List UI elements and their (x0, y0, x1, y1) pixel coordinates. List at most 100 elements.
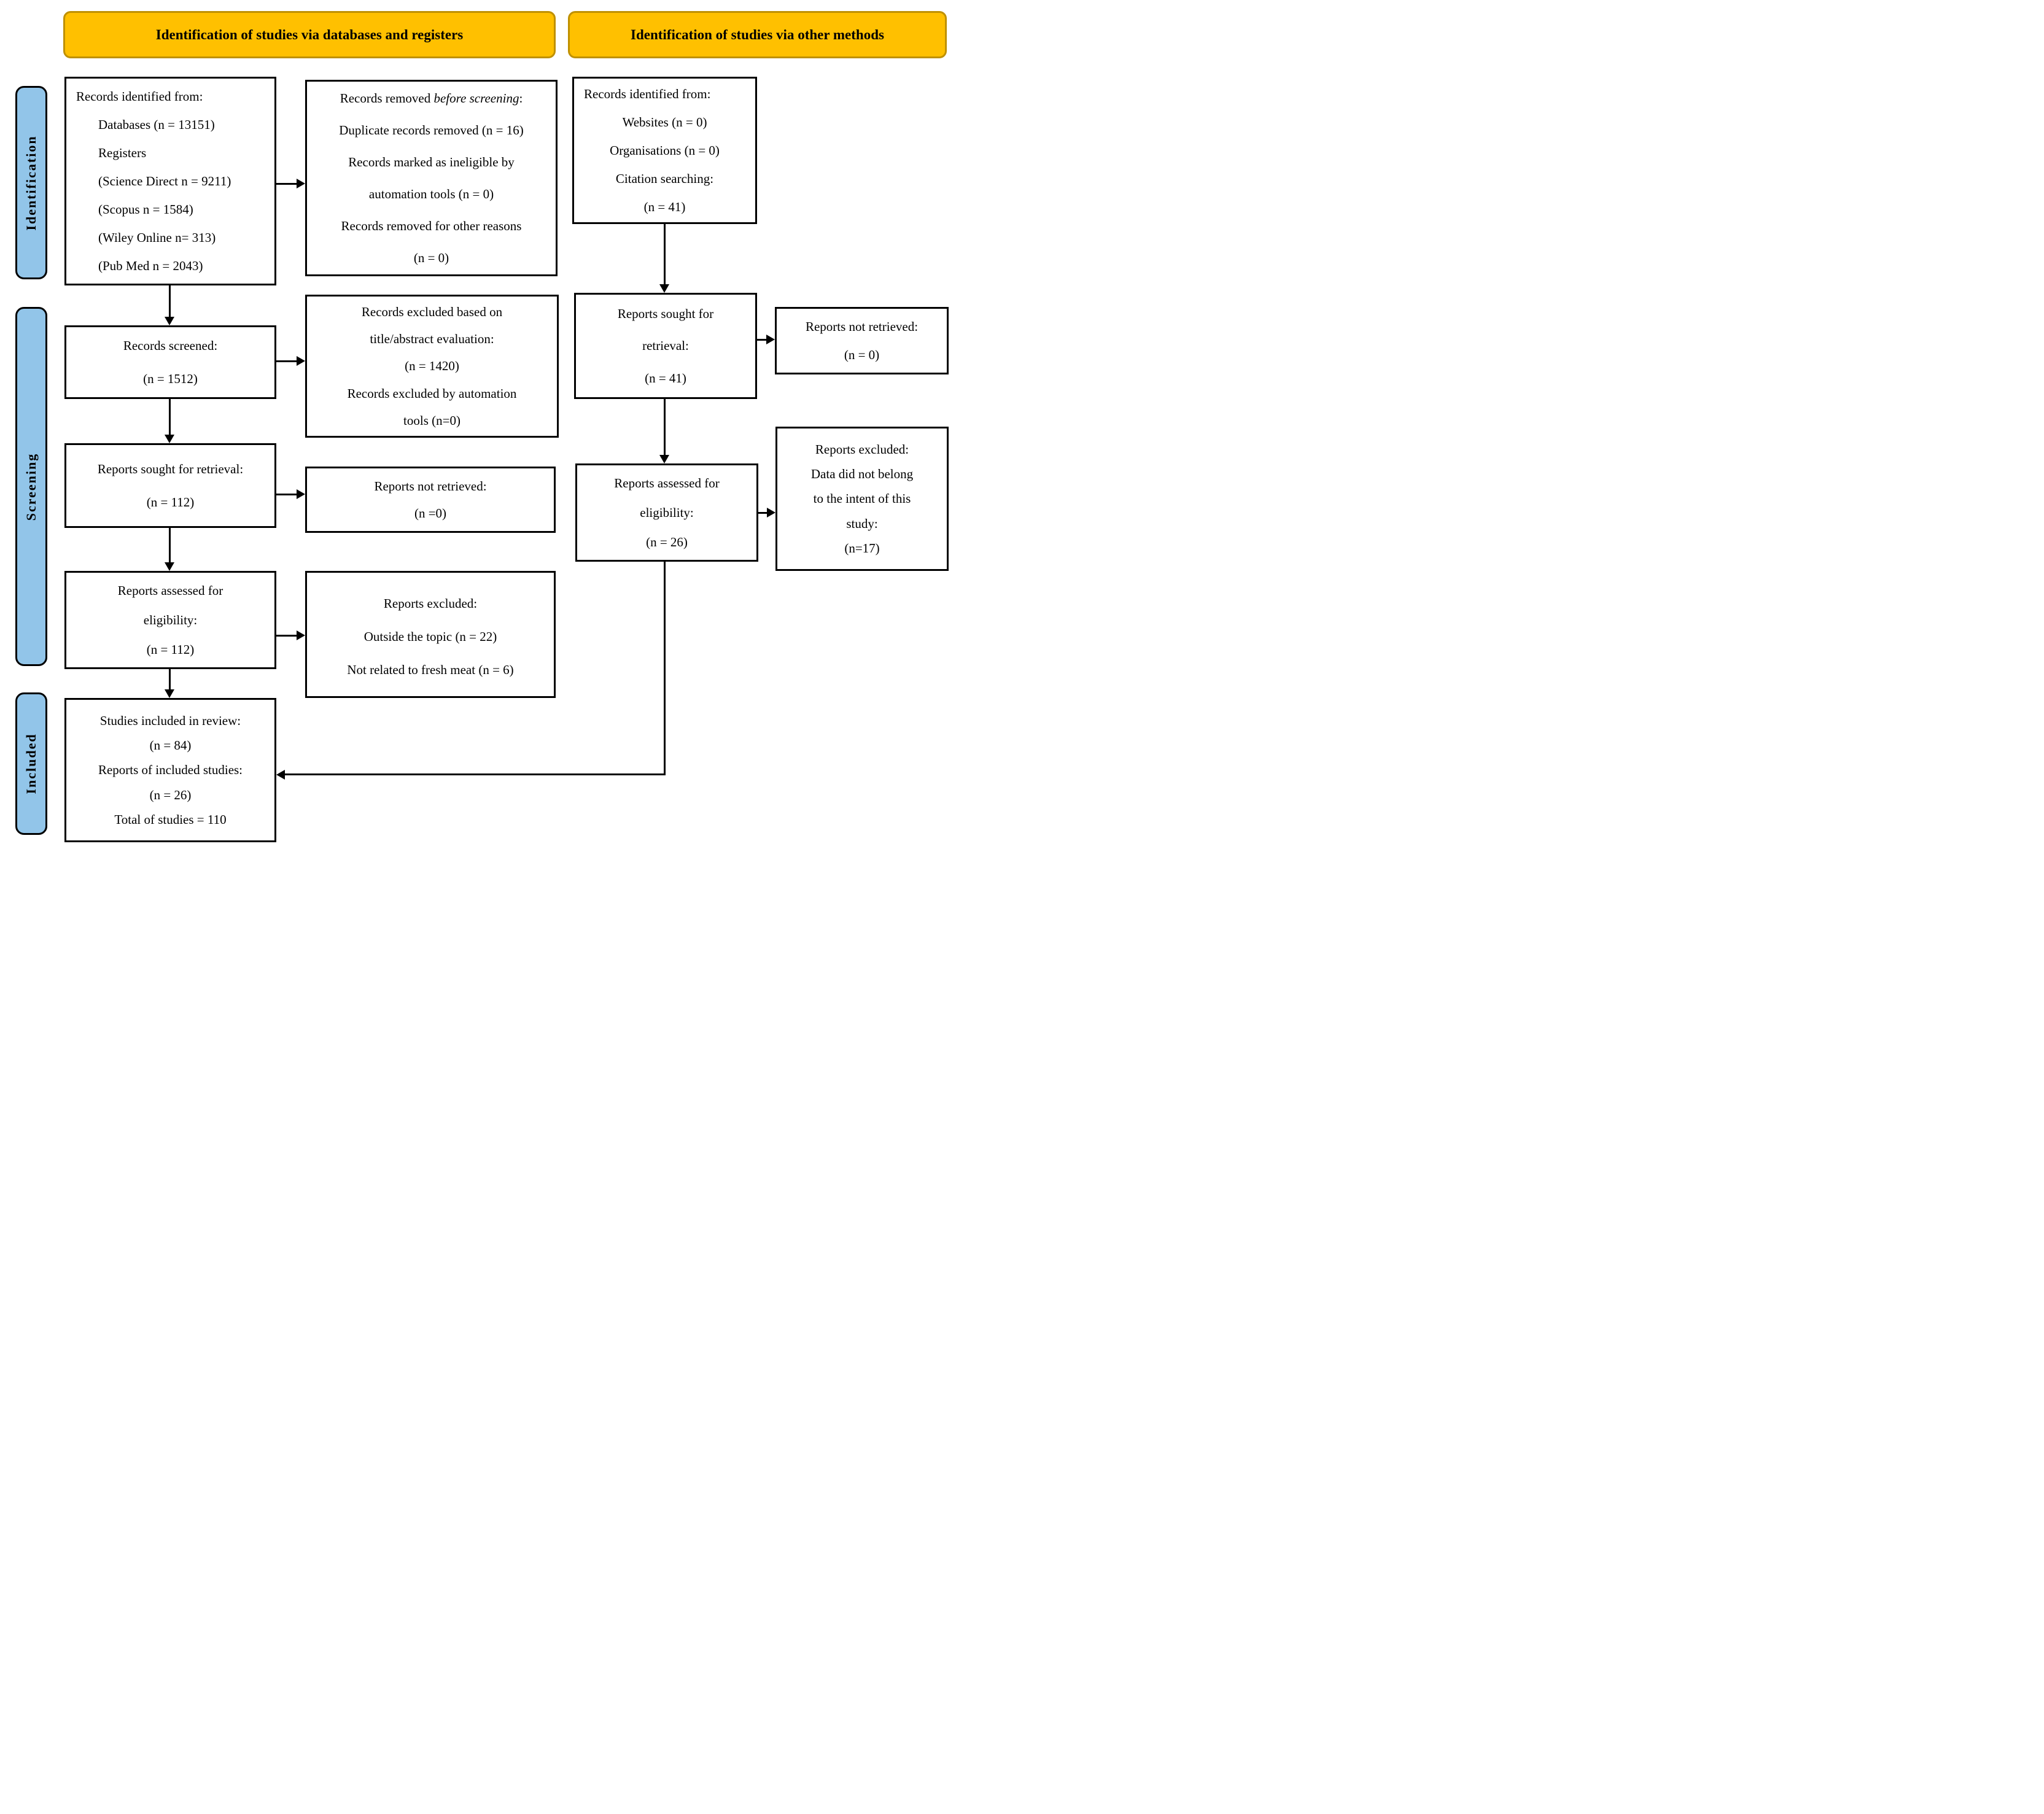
box-line: (Pub Med n = 2043) (98, 258, 203, 274)
box-reports-not-retrieved-databases: Reports not retrieved: (n =0) (305, 467, 556, 533)
box-line: Citation searching: (615, 171, 714, 187)
box-line: (n=17) (844, 540, 880, 556)
box-records-excluded-title-abstract: Records excluded based on title/abstract… (305, 295, 559, 438)
box-line: Total of studies = 110 (114, 812, 227, 827)
box-line: Data did not belong (810, 467, 914, 482)
box-line: Reports sought for retrieval: (97, 461, 244, 476)
box-line: Reports sought for (617, 306, 714, 322)
box-reports-sought-other: Reports sought for retrieval: (n = 41) (574, 293, 757, 399)
box-line: Organisations (n = 0) (610, 142, 720, 158)
box-line: (n = 0) (844, 347, 880, 362)
sidebar-phase-included-label: Included (23, 733, 39, 794)
arrowhead-identified-to-removed (297, 179, 305, 188)
box-line: Records removed for other reasons (341, 219, 522, 234)
box-line: (n = 84) (149, 738, 192, 753)
connector-sought-to-assessed (169, 528, 171, 564)
connector-identified-to-screened (169, 285, 171, 318)
box-records-screened: Records screened: (n = 1512) (64, 325, 276, 399)
arrowhead-screened-to-sought (165, 435, 174, 443)
box-reports-assessed-databases: Reports assessed for eligibility: (n = 1… (64, 571, 276, 669)
prisma-flow-diagram: Identification of studies via databases … (0, 0, 958, 856)
box-line: (n = 26) (149, 787, 192, 802)
arrowhead-sought-to-assessed (165, 562, 174, 571)
box-line: Studies included in review: (99, 713, 241, 729)
connector-other-sought-to-not-retrieved (757, 339, 767, 341)
box-line: (n = 26) (646, 535, 688, 550)
header-other-methods-label: Identification of studies via other meth… (631, 26, 884, 42)
box-line: Reports not retrieved: (374, 478, 487, 494)
connector-other-assessed-to-included-horizontal (285, 773, 666, 775)
box-line: Not related to fresh meat (n = 6) (347, 662, 514, 678)
header-other-methods: Identification of studies via other meth… (568, 11, 947, 58)
arrowhead-other-assessed-to-included (276, 770, 285, 780)
box-line: title/abstract evaluation: (370, 331, 494, 347)
box-records-identified-databases: Records identified from: Databases (n = … (64, 77, 276, 285)
box-reports-excluded-other: Reports excluded: Data did not belong to… (775, 427, 949, 571)
box-line: Outside the topic (n = 22) (363, 629, 497, 645)
box-line: retrieval: (642, 338, 689, 354)
box-line: study: (846, 516, 878, 531)
connector-identified-to-removed (276, 183, 298, 185)
box-reports-assessed-other: Reports assessed for eligibility: (n = 2… (575, 463, 758, 562)
box-reports-sought-databases: Reports sought for retrieval: (n = 112) (64, 443, 276, 528)
box-line: (n = 112) (146, 642, 195, 657)
arrowhead-sought-to-not-retrieved (297, 489, 305, 499)
box-line: Duplicate records removed (n = 16) (339, 122, 524, 138)
box-line: eligibility: (640, 505, 694, 520)
box-line: (n = 0) (413, 250, 449, 266)
text-segment-italic: before screening (433, 90, 519, 106)
box-line: tools (n=0) (403, 413, 460, 428)
sidebar-phase-identification-label: Identification (23, 134, 39, 231)
box-line: (n = 1512) (143, 371, 198, 386)
arrowhead-identified-to-screened (165, 317, 174, 325)
box-reports-excluded-databases: Reports excluded: Outside the topic (n =… (305, 571, 556, 698)
box-line: (Wiley Online n= 313) (98, 230, 216, 246)
arrowhead-other-assessed-to-excluded (767, 508, 775, 517)
sidebar-phase-screening-label: Screening (23, 452, 39, 521)
box-line: (n =0) (414, 506, 447, 521)
arrowhead-assessed-to-excluded (297, 630, 305, 640)
box-records-identified-other: Records identified from: Websites (n = 0… (572, 77, 757, 224)
box-line: Websites (n = 0) (622, 114, 707, 130)
box-line: (Science Direct n = 9211) (98, 173, 231, 188)
box-line: (n = 41) (643, 200, 686, 215)
box-line: eligibility: (143, 612, 198, 627)
sidebar-phase-included: Included (15, 692, 47, 835)
arrowhead-other-sought-to-not-retrieved (766, 335, 775, 344)
box-line: Records excluded by automation (347, 386, 517, 401)
box-line: Reports excluded: (815, 442, 909, 457)
box-line: (n = 112) (146, 495, 195, 510)
header-databases-registers: Identification of studies via databases … (63, 11, 556, 58)
connector-assessed-to-excluded (276, 635, 298, 637)
box-line: (n = 41) (645, 370, 686, 386)
box-records-removed-before-screening: Records removed before screening: Duplic… (305, 80, 558, 276)
connector-screened-to-sought (169, 399, 171, 436)
arrowhead-other-sought-to-assessed (659, 455, 669, 463)
box-reports-not-retrieved-other: Reports not retrieved: (n = 0) (775, 307, 949, 374)
connector-other-assessed-to-included-vertical (664, 562, 666, 775)
box-line: Reports assessed for (614, 475, 720, 490)
box-line: Reports not retrieved: (805, 319, 919, 334)
box-line: Records removed before screening: (340, 91, 523, 106)
connector-other-assessed-to-excluded (758, 512, 768, 514)
box-line: Registers (98, 145, 147, 160)
arrowhead-assessed-to-included (165, 689, 174, 698)
box-line: (n = 1420) (405, 359, 459, 374)
box-line: Reports assessed for (117, 583, 223, 598)
box-line: Records identified from: (76, 88, 203, 104)
text-segment: : (519, 90, 523, 106)
connector-other-identified-to-sought (664, 224, 666, 285)
box-line: Records excluded based on (361, 304, 503, 320)
box-line: Reports excluded: (383, 596, 478, 611)
arrowhead-screened-to-excluded (297, 356, 305, 366)
box-studies-included: Studies included in review: (n = 84) Rep… (64, 698, 276, 842)
box-line: Records marked as ineligible by (348, 154, 515, 169)
box-line: (Scopus n = 1584) (98, 202, 193, 217)
sidebar-phase-identification: Identification (15, 86, 47, 279)
connector-screened-to-excluded (276, 360, 298, 362)
connector-sought-to-not-retrieved (276, 494, 298, 495)
box-line: Records screened: (123, 338, 218, 353)
text-segment: Records removed (340, 90, 434, 106)
box-line: Reports of included studies: (98, 762, 243, 778)
box-line: to the intent of this (813, 491, 911, 506)
